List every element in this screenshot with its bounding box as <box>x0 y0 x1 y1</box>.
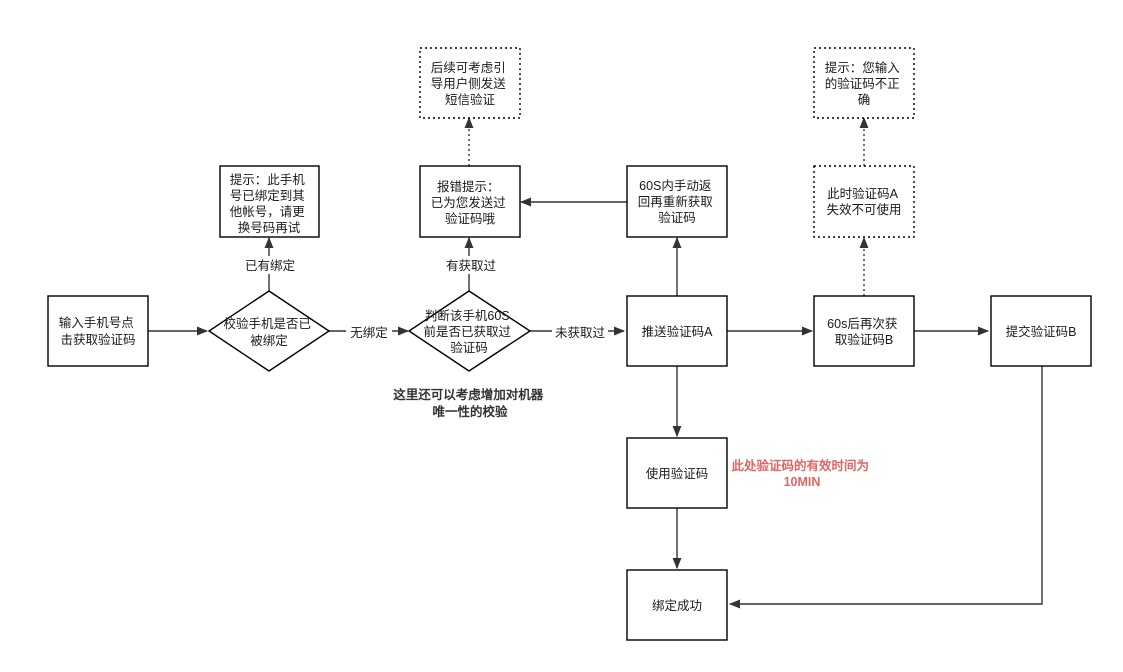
node-refetch-b-text: 60s后再次获 取验证码B <box>827 317 901 347</box>
node-check-phone-text: 校验手机是否已 被绑定 <box>224 316 315 348</box>
node-bind-success: 绑定成功 <box>626 569 728 641</box>
label-fetched: 有获取过 <box>446 259 497 273</box>
edges <box>148 116 1043 609</box>
node-code-a-invalid: 此时验证码A 失效不可使用 <box>813 165 915 238</box>
note-device-check: 这里还可以考虑增加对机器 唯一性的校验 <box>393 387 547 419</box>
node-code-a-invalid-text: 此时验证码A 失效不可使用 <box>826 186 901 217</box>
node-err-tip: 报错提示： 已为您发送过 验证码哦 <box>419 165 521 238</box>
node-push-code-a-text: 推送验证码A <box>642 324 714 339</box>
node-guide-sms: 后续可考虑引 导用户侧发送 短信验证 <box>419 47 521 119</box>
node-check-60s-text: 判断该手机60S 前是否已获取过 验证码 <box>424 308 515 355</box>
node-refetch-b: 60s后再次获 取验证码B <box>813 295 915 367</box>
edge-submit-to-success <box>728 366 1043 609</box>
node-err-tip-text: 报错提示： 已为您发送过 验证码哦 <box>431 179 510 226</box>
node-bind-success-text: 绑定成功 <box>652 598 702 613</box>
node-tip-bound: 提示：此手机 号已绑定到其 他帐号，请更 换号码再试 <box>219 165 320 238</box>
node-tip-wrong: 提示：您输入 的验证码不正 确 <box>813 47 915 119</box>
node-return-60s-text: 60S内手动返 回再重新获取 验证码 <box>638 179 717 225</box>
node-guide-sms-text: 后续可考虑引 导用户侧发送 短信验证 <box>431 61 510 107</box>
node-check-phone: 校验手机是否已 被绑定 <box>207 290 331 372</box>
node-return-60s: 60S内手动返 回再重新获取 验证码 <box>626 165 728 238</box>
note-validity: 此处验证码的有效时间为 10MIN <box>732 458 873 489</box>
node-check-60s: 判断该手机60S 前是否已获取过 验证码 <box>407 290 532 372</box>
edge-labels: 已有绑定 无绑定 有获取过 未获取过 <box>242 256 608 341</box>
node-submit-b: 提交验证码B <box>990 295 1092 367</box>
label-already-bound: 已有绑定 <box>245 258 295 273</box>
node-tip-bound-text: 提示：此手机 号已绑定到其 他帐号，请更 换号码再试 <box>230 172 309 235</box>
label-not-fetched: 未获取过 <box>555 326 606 340</box>
label-not-bound: 无绑定 <box>350 325 388 340</box>
node-use-code: 使用验证码 <box>626 437 728 509</box>
node-use-code-text: 使用验证码 <box>646 466 709 481</box>
node-input-phone: 输入手机号点 击获取验证码 <box>47 295 149 367</box>
node-submit-b-text: 提交验证码B <box>1006 324 1077 339</box>
node-push-code-a: 推送验证码A <box>626 295 728 367</box>
node-input-phone-text: 输入手机号点 击获取验证码 <box>59 315 138 347</box>
node-tip-wrong-text: 提示：您输入 的验证码不正 确 <box>825 60 904 107</box>
